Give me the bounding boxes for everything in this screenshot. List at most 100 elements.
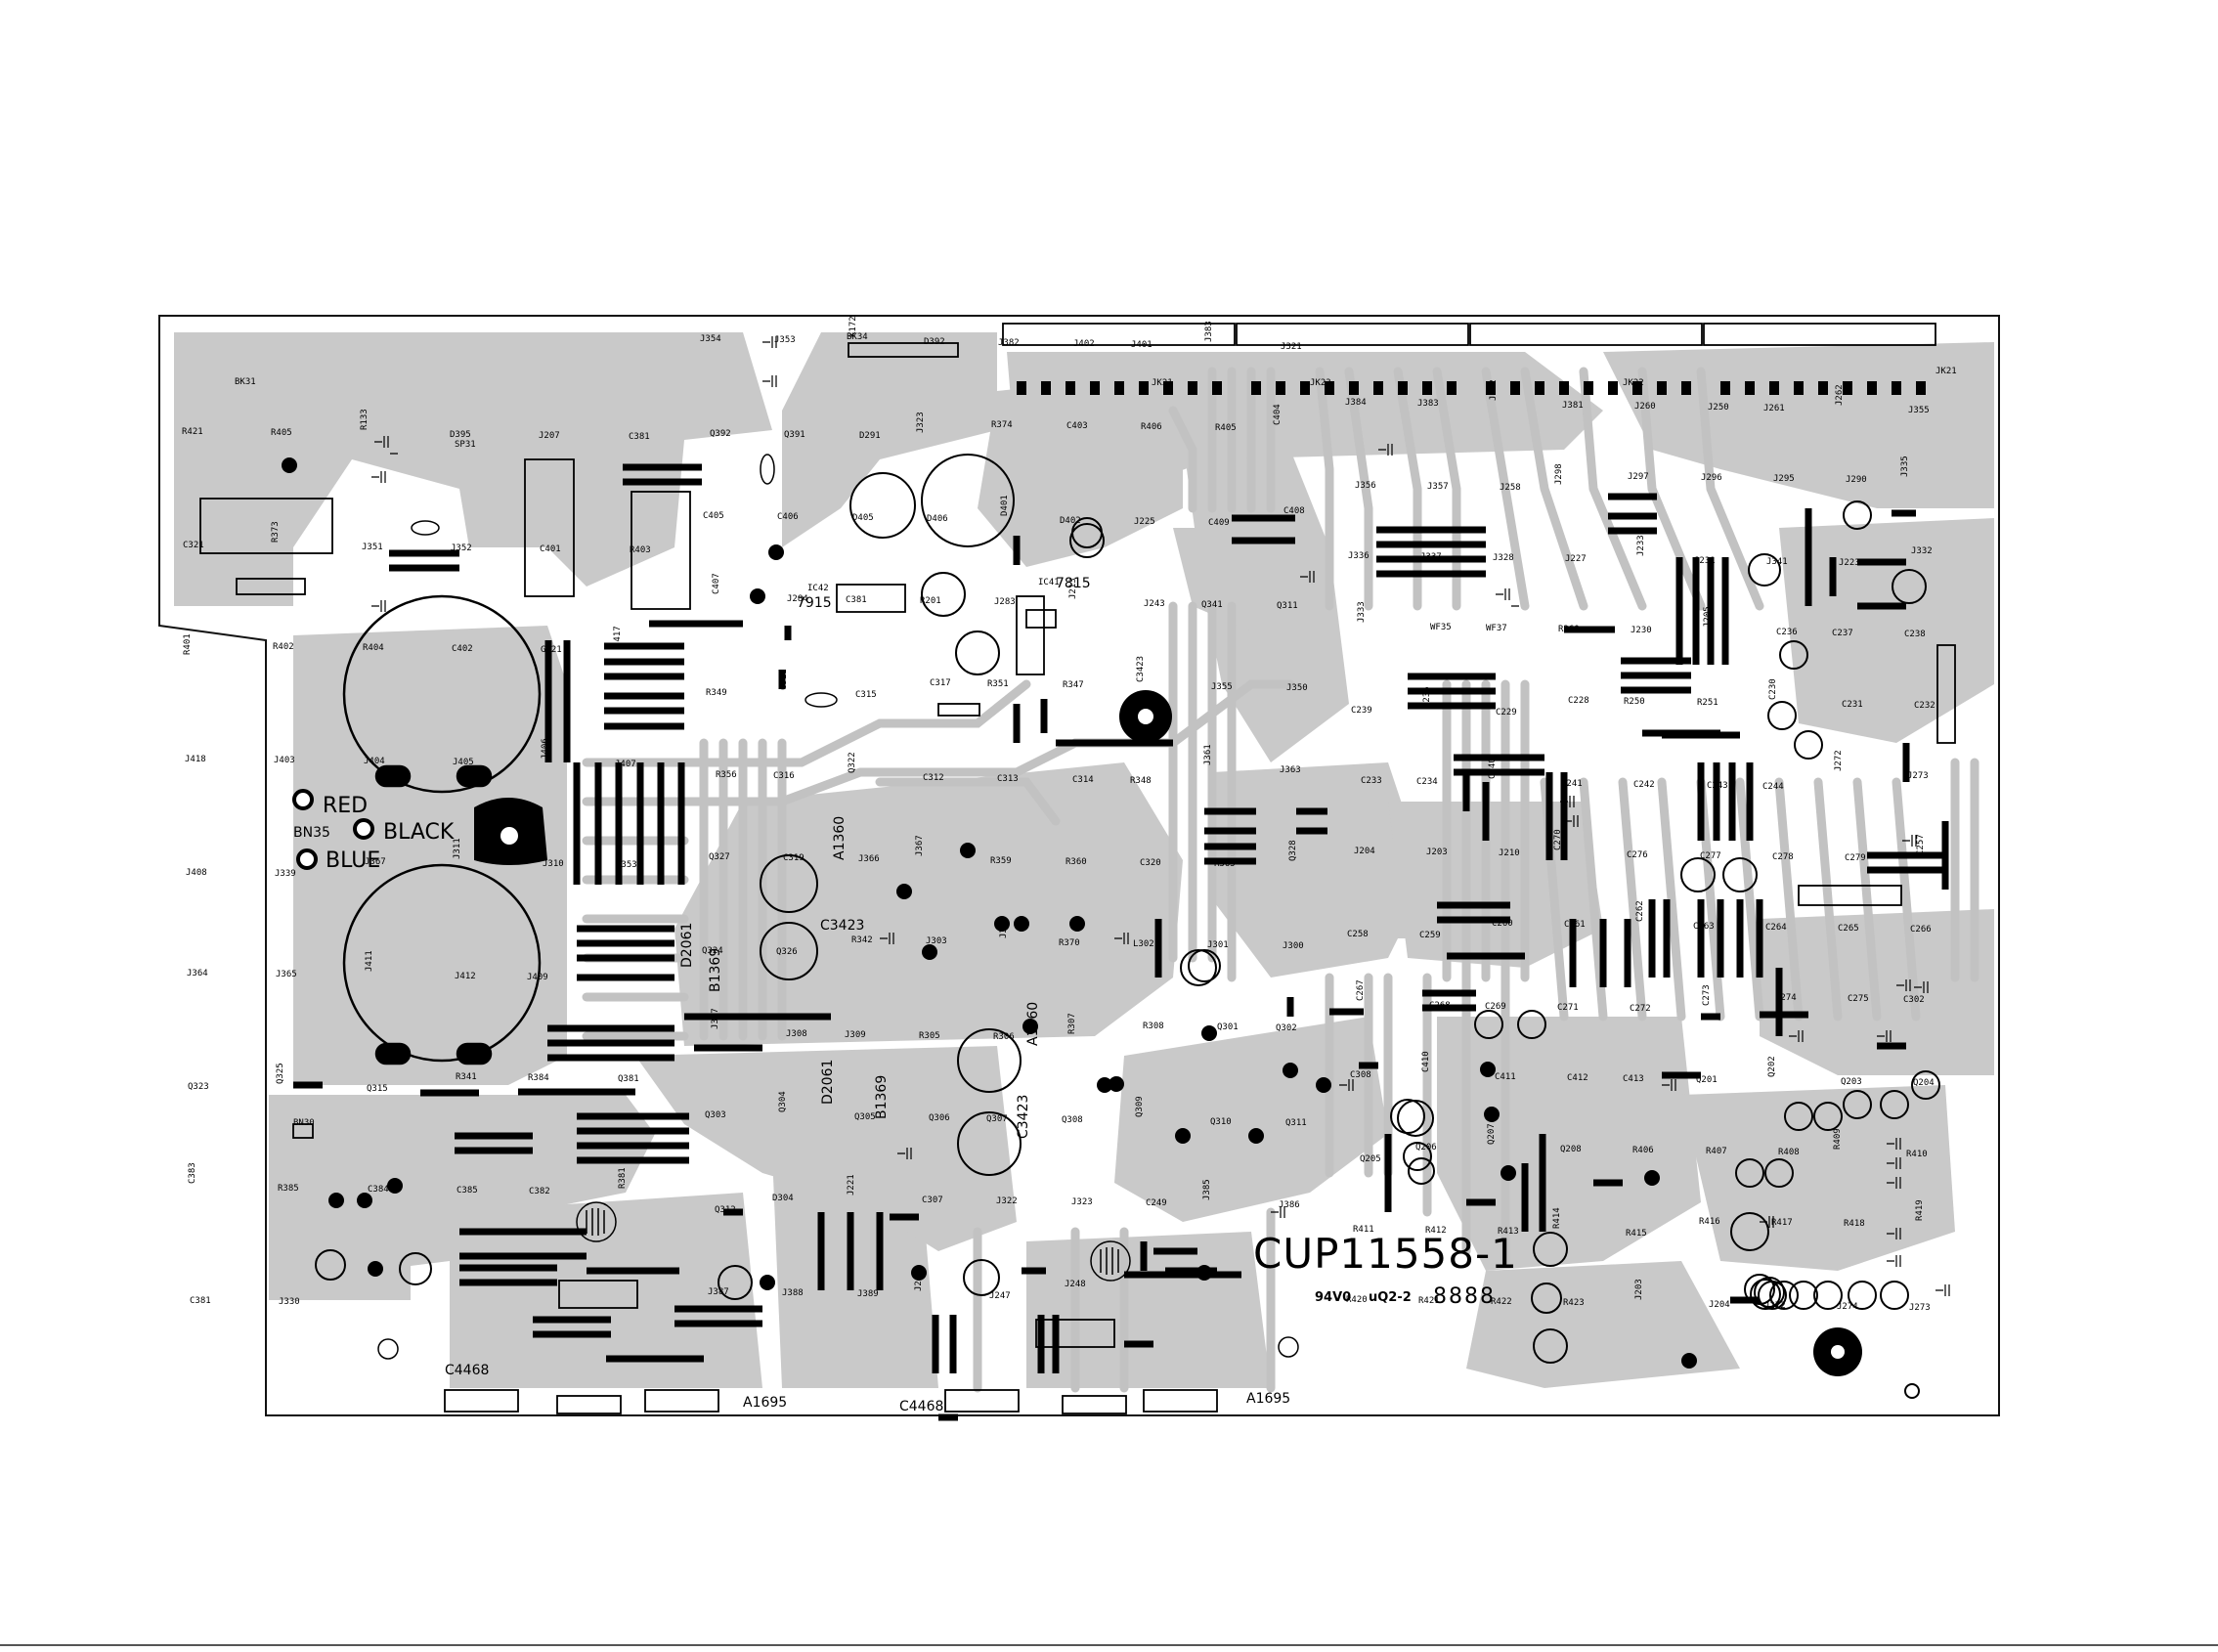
ref-right-2: J382 bbox=[1489, 379, 1499, 401]
ref-right-113: J204 bbox=[1709, 1300, 1730, 1310]
ref-left-23: J407 bbox=[615, 760, 636, 769]
ref-right-28: WF35 bbox=[1430, 623, 1452, 632]
ref-center-43: J355 bbox=[1211, 682, 1233, 692]
ref-right-91: Q206 bbox=[1415, 1143, 1437, 1152]
ref-right-54: J204 bbox=[1354, 847, 1375, 856]
ref-right-81: C308 bbox=[1350, 1070, 1371, 1080]
ref-right-105: R417 bbox=[1771, 1218, 1793, 1228]
ref-center-39: C317 bbox=[930, 678, 951, 688]
ref-center-95: J323 bbox=[1071, 1197, 1093, 1207]
ref-left-5: C381 bbox=[629, 432, 650, 442]
ref-left-21: J405 bbox=[453, 758, 474, 767]
ref-center-5: J402 bbox=[1073, 339, 1095, 349]
ref-right-75: C271 bbox=[1557, 1003, 1579, 1013]
ref-center-29: C381 bbox=[846, 595, 867, 605]
ref-right-26: J332 bbox=[1911, 546, 1933, 556]
ref-left-33: J412 bbox=[455, 972, 476, 981]
ref-center-13: R374 bbox=[991, 420, 1013, 430]
ref-center-44: J350 bbox=[1286, 683, 1308, 693]
ref-center-22: D401 bbox=[1000, 495, 1010, 516]
ref-right-25: J223 bbox=[1839, 558, 1860, 568]
ref-left-37: Q325 bbox=[276, 1063, 285, 1084]
ref-center-92: J221 bbox=[847, 1174, 856, 1196]
ref-right-101: R413 bbox=[1498, 1227, 1519, 1237]
ref-right-116: J273 bbox=[1909, 1303, 1931, 1313]
ref-right-98: R410 bbox=[1906, 1150, 1928, 1159]
ref-right-57: C270 bbox=[1553, 829, 1563, 850]
board-rating-mark: 94V0 bbox=[1315, 1290, 1352, 1305]
ref-left-22: J406 bbox=[541, 738, 550, 760]
ref-right-74: C269 bbox=[1485, 1002, 1506, 1012]
ref-right-77: C273 bbox=[1702, 984, 1712, 1006]
small-components bbox=[371, 336, 1950, 1296]
ref-left-45: C385 bbox=[457, 1186, 478, 1196]
ref-left-3: D395 bbox=[450, 430, 471, 440]
ref-right-61: C279 bbox=[1845, 853, 1866, 863]
ref-center-58: R359 bbox=[990, 856, 1012, 866]
ref-left-48: C381 bbox=[190, 1296, 211, 1306]
ref-center-15: R406 bbox=[1141, 422, 1162, 432]
transistor-upper-a: A1360 bbox=[832, 815, 848, 860]
ref-center-11: D291 bbox=[859, 431, 881, 441]
ref-right-49: C242 bbox=[1633, 780, 1655, 790]
ref-right-106: R418 bbox=[1844, 1219, 1865, 1229]
ref-center-8: J321 bbox=[1281, 342, 1302, 352]
ref-center-23: D402 bbox=[1060, 516, 1081, 526]
ref-left-30: J364 bbox=[187, 969, 208, 978]
ref-right-0: J384 bbox=[1345, 398, 1367, 408]
ref-right-97: R409 bbox=[1833, 1128, 1843, 1150]
wire-label-black: BLACK bbox=[383, 820, 455, 845]
ref-left-20: J404 bbox=[364, 757, 385, 766]
ref-right-5: J250 bbox=[1708, 403, 1729, 413]
ref-center-37: C311 bbox=[779, 669, 789, 690]
ref-center-31: J283 bbox=[994, 597, 1016, 607]
ref-left-13: R402 bbox=[273, 642, 294, 652]
ref-right-14: J296 bbox=[1701, 473, 1722, 483]
ref-right-80: C302 bbox=[1903, 995, 1925, 1005]
ref-right-90: Q205 bbox=[1360, 1154, 1381, 1164]
ref-right-3: J381 bbox=[1562, 401, 1584, 411]
header-label-3: JK22 bbox=[1623, 378, 1644, 388]
ref-center-59: R360 bbox=[1066, 857, 1087, 867]
ref-center-35: Q311 bbox=[1277, 601, 1298, 611]
ref-right-37: C235 bbox=[1422, 686, 1432, 708]
ref-right-84: C412 bbox=[1567, 1073, 1588, 1083]
ref-right-45: C233 bbox=[1361, 776, 1382, 786]
ref-right-41: R251 bbox=[1697, 698, 1718, 708]
ref-right-110: R422 bbox=[1491, 1297, 1512, 1307]
ref-center-93: C307 bbox=[922, 1196, 943, 1205]
board-approval-mark: uQ2-2 bbox=[1369, 1290, 1412, 1305]
ref-left-6: C321 bbox=[183, 541, 204, 550]
coils bbox=[411, 454, 1131, 1282]
ref-center-12: J323 bbox=[916, 412, 926, 433]
ref-center-47: Q322 bbox=[848, 752, 857, 773]
ref-center-84: Q306 bbox=[929, 1113, 950, 1123]
ref-center-0: J354 bbox=[700, 334, 721, 344]
ref-center-88: Q310 bbox=[1210, 1117, 1232, 1127]
ref-center-86: Q308 bbox=[1062, 1115, 1083, 1125]
ref-left-34: J409 bbox=[527, 973, 548, 982]
ref-left-39: R341 bbox=[456, 1072, 477, 1082]
electrolytic-caps bbox=[315, 454, 1940, 1364]
ref-center-17: C404 bbox=[1273, 404, 1283, 425]
transistor-upper-b: D2061 bbox=[679, 922, 695, 968]
ref-center-74: J309 bbox=[845, 1030, 866, 1040]
board-date-code: 8888 bbox=[1433, 1284, 1496, 1309]
ref-right-11: J258 bbox=[1500, 483, 1521, 493]
ref-right-60: C278 bbox=[1772, 852, 1794, 862]
ref-center-71: J300 bbox=[1283, 941, 1304, 951]
ref-center-104: J248 bbox=[1065, 1280, 1086, 1289]
ref-right-111: R423 bbox=[1563, 1298, 1585, 1308]
ref-left-43: R385 bbox=[278, 1184, 299, 1194]
regulator-neg-label: 7915 bbox=[797, 595, 832, 611]
ref-right-58: C276 bbox=[1627, 850, 1648, 860]
wire-label-blue: BLUE bbox=[326, 848, 381, 873]
ref-center-33: J243 bbox=[1144, 599, 1165, 609]
ref-right-88: Q203 bbox=[1841, 1077, 1862, 1087]
ref-center-10: Q391 bbox=[784, 430, 805, 440]
ref-center-78: R308 bbox=[1143, 1022, 1164, 1031]
ref-center-20: D405 bbox=[852, 513, 874, 523]
ref-left-10: C401 bbox=[540, 544, 561, 554]
ref-left-46: C382 bbox=[529, 1187, 550, 1196]
